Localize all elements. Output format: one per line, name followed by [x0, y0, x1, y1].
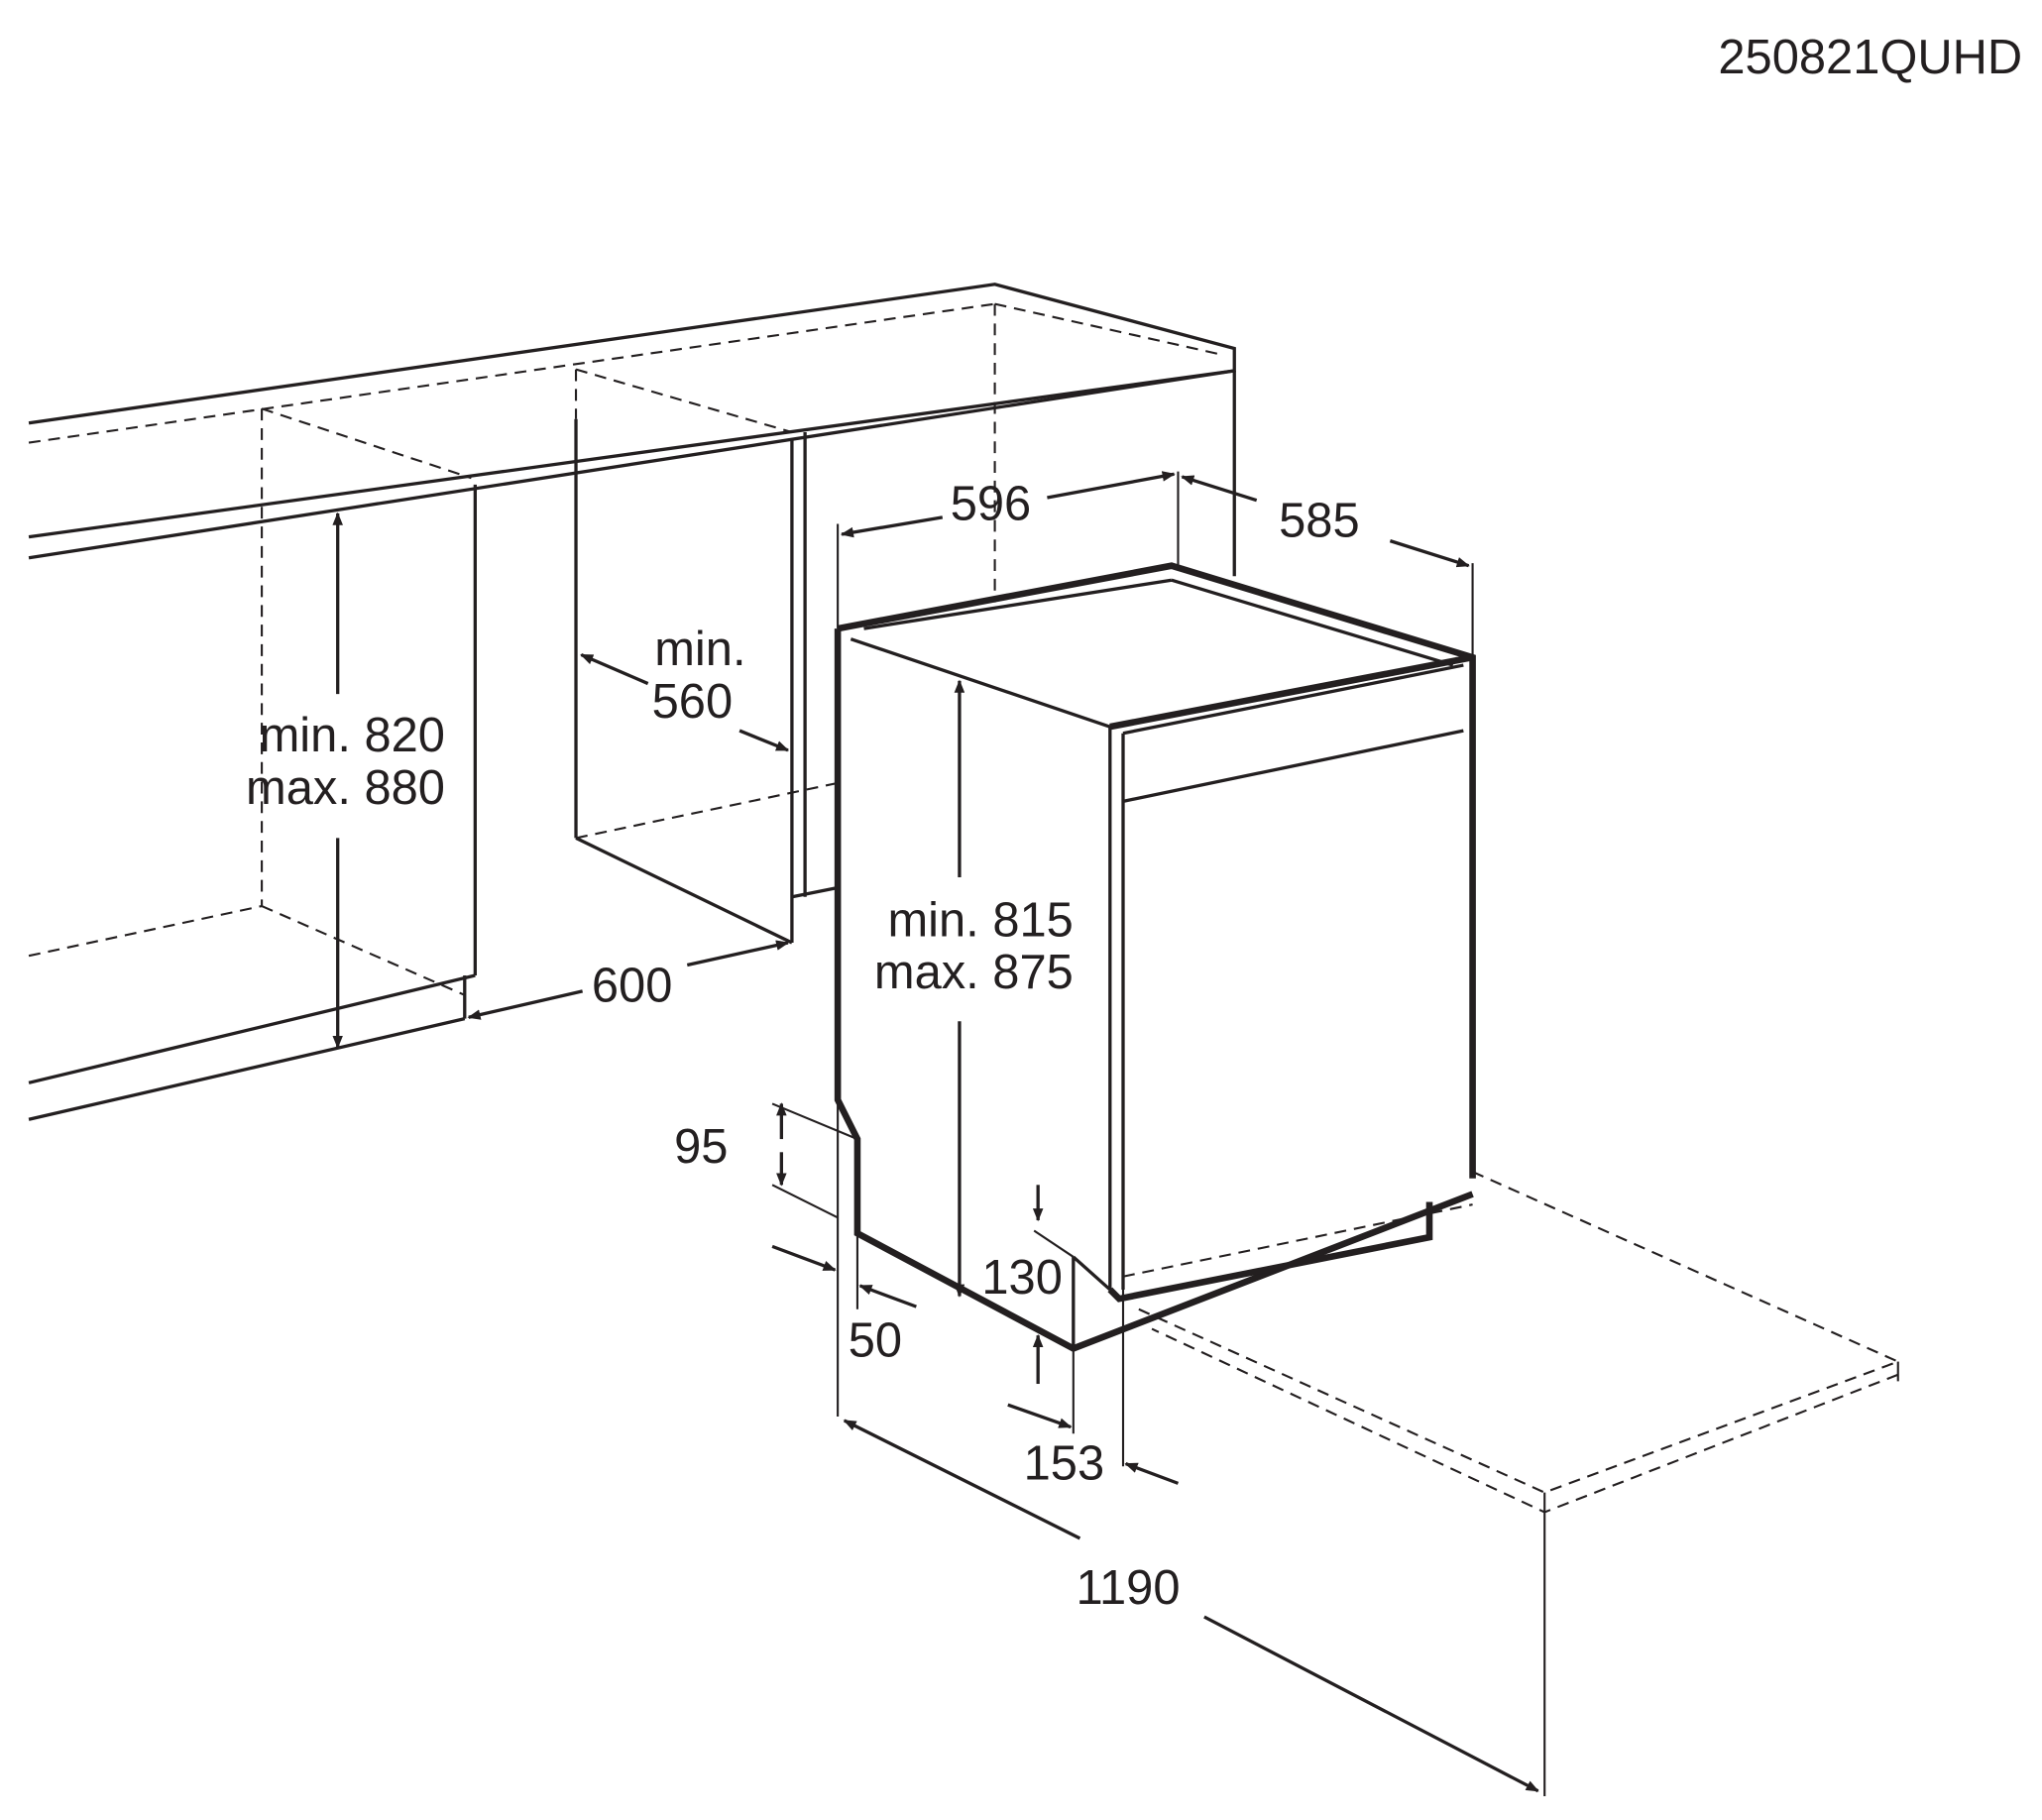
- model-code: 250821QUHD: [1718, 31, 2022, 84]
- foot-height-label: 130: [981, 1251, 1062, 1305]
- niche-depth-label: 600: [592, 959, 673, 1012]
- door-open-depth-label: 1190: [1076, 1561, 1180, 1615]
- niche-width-value-label: 560: [652, 675, 734, 729]
- appliance-height-max-label: max. 875: [874, 946, 1074, 999]
- appliance-depth-label: 585: [1279, 495, 1360, 548]
- door-open-area: [1138, 1171, 1901, 1796]
- door-offset-label: 153: [1024, 1436, 1105, 1490]
- plinth-height-label: 95: [674, 1120, 728, 1174]
- left-cabinet: [28, 408, 477, 1121]
- dimension-lines: [332, 471, 1539, 1793]
- appliance-width-label: 596: [951, 477, 1031, 530]
- niche-height-min-label: min. 820: [260, 709, 445, 762]
- appliance-height-min-label: min. 815: [887, 893, 1073, 947]
- plinth-recess-label: 50: [849, 1313, 902, 1367]
- niche-width-min-label: min.: [654, 623, 745, 676]
- worktop: [28, 283, 1236, 603]
- dishwasher: [834, 562, 1476, 1352]
- niche-height-max-label: max. 880: [246, 761, 445, 815]
- niche: [574, 418, 839, 945]
